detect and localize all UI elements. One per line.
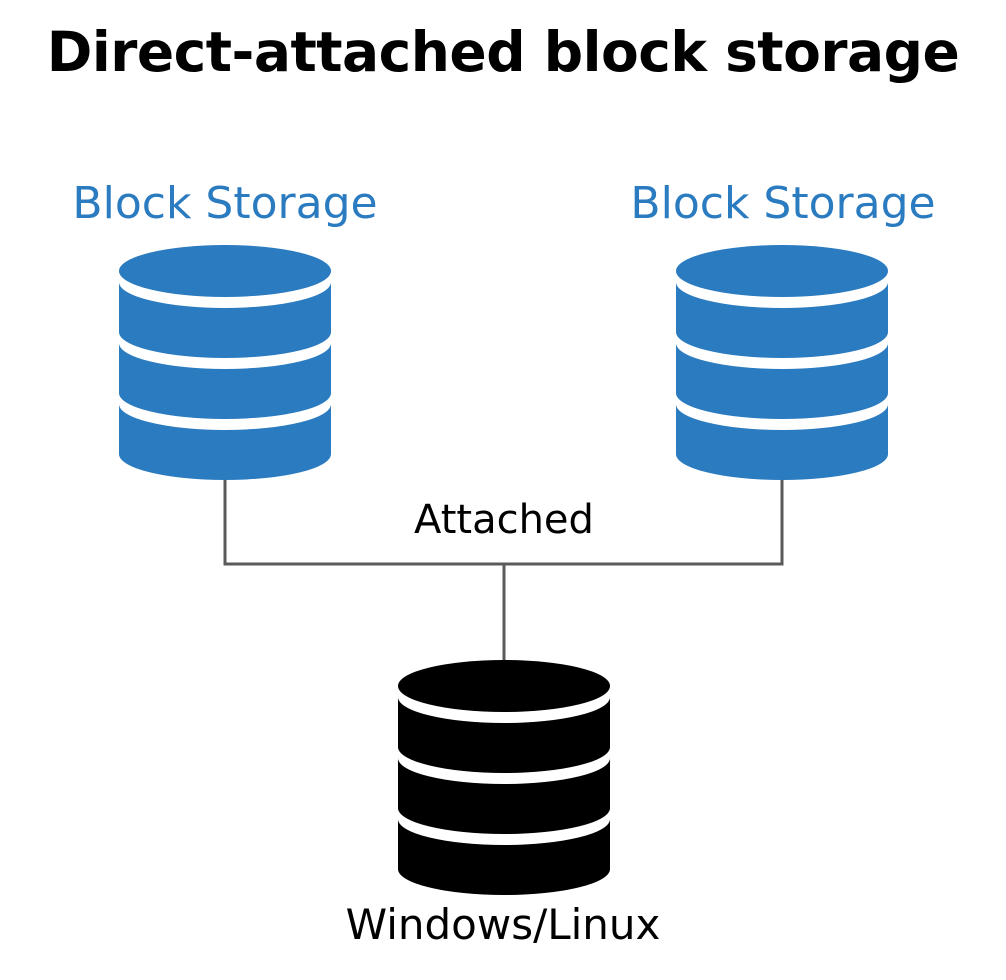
cylinder-band-2: [398, 758, 610, 834]
cylinder-band-2: [676, 343, 888, 419]
diagram-title: Direct-attached block storage: [46, 20, 960, 84]
storage-label-left: Block Storage: [72, 178, 378, 229]
cylinder-band-1: [676, 282, 888, 358]
cylinder-top: [398, 660, 610, 712]
cylinder-band-3: [398, 819, 610, 895]
cylinder-band-1: [119, 282, 331, 358]
database-icon-host: [398, 660, 610, 895]
cylinder-band-3: [119, 404, 331, 480]
host-label: Windows/Linux: [345, 900, 661, 949]
storage-label-right: Block Storage: [630, 178, 936, 229]
cylinder-top: [119, 245, 331, 297]
connector-left-to-bus: [223, 478, 504, 566]
cylinder-top: [676, 245, 888, 297]
cylinder-band-1: [398, 697, 610, 773]
attached-label: Attached: [414, 497, 594, 543]
database-icon-block-storage-right: [676, 245, 888, 480]
cylinder-band-2: [119, 343, 331, 419]
connector-lines: [223, 478, 784, 668]
connector-right-to-bus: [504, 478, 784, 566]
cylinder-band-3: [676, 404, 888, 480]
database-icon-block-storage-left: [119, 245, 331, 480]
